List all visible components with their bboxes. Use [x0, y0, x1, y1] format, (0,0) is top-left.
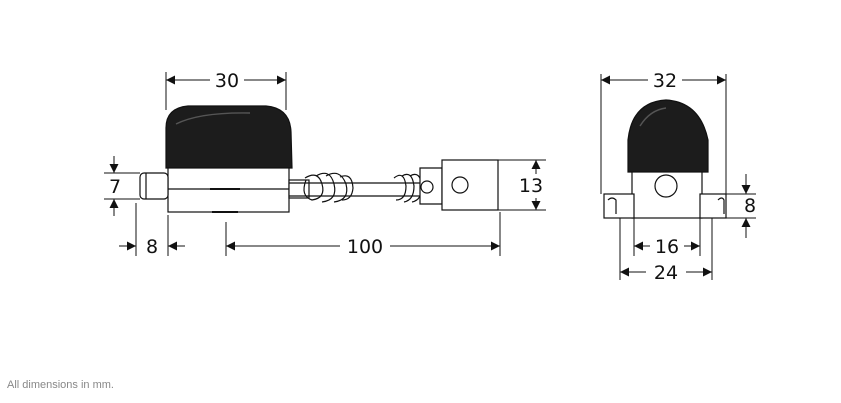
terminal-hole — [451, 176, 469, 194]
front-body — [631, 171, 703, 219]
dim-outer-width: 24 — [654, 262, 678, 284]
side-view-dimensions — [104, 72, 546, 256]
dim-side-top-width: 30 — [215, 70, 239, 92]
dim-front-top-width: 32 — [653, 70, 677, 92]
dim-base-height: 8 — [744, 195, 756, 217]
front-base-left — [603, 193, 635, 219]
front-view — [603, 99, 727, 219]
cable-spring-right — [393, 173, 423, 203]
side-pin — [139, 172, 169, 200]
terminal-lug — [441, 159, 499, 211]
dim-pin-length: 8 — [146, 236, 158, 258]
side-view — [139, 105, 499, 213]
terminal-crimp — [419, 167, 443, 205]
dim-cable-length: 100 — [347, 236, 383, 258]
cable-spring-left — [303, 172, 354, 203]
dim-terminal-height: 13 — [519, 175, 543, 197]
front-view-dimensions — [600, 74, 756, 280]
side-cap — [165, 105, 293, 169]
front-cap — [627, 99, 709, 173]
front-hole — [654, 174, 678, 198]
dim-inner-width: 16 — [655, 236, 679, 258]
dimensions-note: All dimensions in mm. — [7, 379, 114, 391]
dim-pin-height: 7 — [109, 176, 121, 198]
